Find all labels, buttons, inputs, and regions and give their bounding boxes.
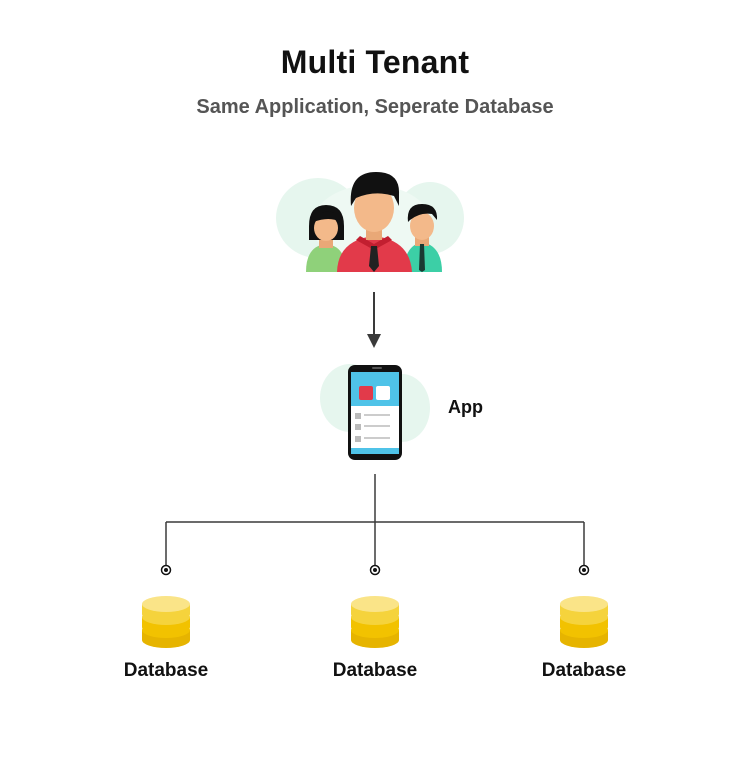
diagram-subtitle: Same Application, Seperate Database <box>196 96 554 118</box>
database-label: Database <box>332 660 418 681</box>
user-man-icon <box>337 172 412 272</box>
diagram-title: Multi Tenant <box>280 44 470 80</box>
users-group-icon <box>276 172 464 272</box>
database-icon <box>142 596 190 648</box>
app-label: App <box>448 397 483 417</box>
connector-end-dots <box>160 564 590 576</box>
database-icon <box>560 596 608 648</box>
database-icon <box>351 596 399 648</box>
user-boy-icon <box>404 204 442 272</box>
database-label: Database <box>123 660 209 681</box>
users-to-app-arrow <box>367 292 381 348</box>
smartphone-icon <box>320 364 430 460</box>
user-woman-icon <box>306 205 346 272</box>
app-to-databases-connector <box>165 474 585 568</box>
database-label: Database <box>541 660 627 681</box>
